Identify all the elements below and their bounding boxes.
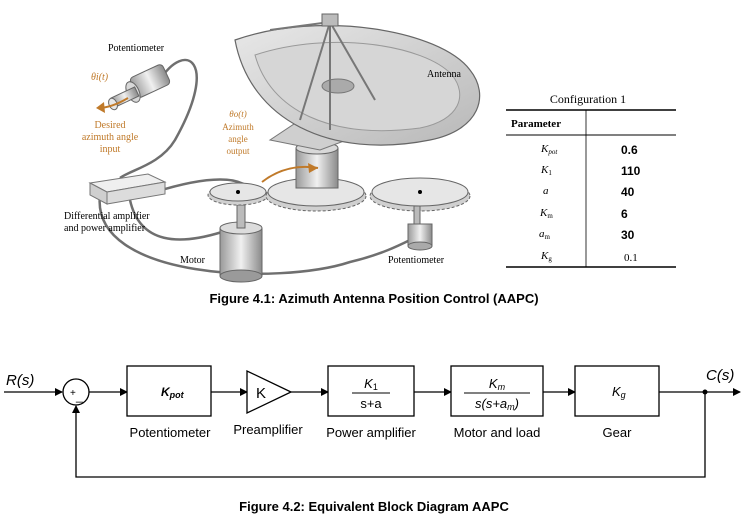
preamp-label: Preamplifier — [233, 422, 303, 437]
label-desired-2: azimuth angle — [82, 132, 139, 143]
block-diagram: R(s) + _ Kpot Potentiometer K Preamplifi… — [4, 365, 741, 478]
figure1-caption: Figure 4.1: Azimuth Antenna Position Con… — [209, 291, 538, 306]
label-antenna: Antenna — [427, 69, 461, 80]
value-kpot: 0.6 — [621, 143, 638, 157]
antenna-illustration — [88, 13, 481, 283]
value-kg: 0.1 — [624, 252, 638, 264]
label-output-2: angle — [228, 134, 248, 144]
gear-output — [369, 177, 471, 212]
label-desired-1: Desired — [94, 120, 125, 131]
feedback-path — [72, 392, 706, 478]
kpot-block — [126, 365, 212, 417]
table-title: Configuration 1 — [550, 92, 626, 106]
label-theta-o: θo(t) — [229, 109, 246, 119]
antenna-dish — [234, 13, 481, 146]
figure2-caption: Figure 4.2: Equivalent Block Diagram AAP… — [239, 499, 509, 514]
label-diff-amp-2: and power amplifier — [64, 223, 146, 234]
label-diff-amp-1: Differential amplifier — [64, 211, 150, 222]
param-am: am — [539, 228, 551, 241]
param-a: a — [543, 185, 549, 197]
label-motor: Motor — [180, 255, 206, 266]
config-table: Configuration 1 Parameter Kpot K1 a Km a… — [506, 92, 676, 268]
gear-block — [574, 365, 660, 417]
motor-block — [450, 365, 544, 417]
sum-minus: _ — [75, 389, 83, 403]
value-km: 6 — [621, 207, 628, 221]
param-kpot: Kpot — [540, 143, 558, 156]
amplifier-box — [88, 173, 167, 205]
label-desired-3: input — [100, 144, 121, 155]
preamp-gain: K — [256, 385, 266, 402]
param-kg: Kg — [540, 250, 552, 263]
preamp-triangle — [246, 369, 293, 415]
label-output-3: output — [226, 146, 250, 156]
value-a: 40 — [621, 185, 635, 199]
kpot-label: Potentiometer — [130, 425, 212, 440]
output-potentiometer — [407, 205, 433, 251]
motor — [219, 204, 263, 283]
input-potentiometer — [108, 64, 171, 111]
label-output-1: Azimuth — [222, 122, 254, 132]
power-amp-label: Power amplifier — [326, 425, 416, 440]
table-header: Parameter — [511, 118, 561, 130]
gear-large — [265, 177, 367, 212]
param-k1: K1 — [540, 164, 552, 177]
label-potentiometer-top: Potentiometer — [108, 43, 165, 54]
sum-plus: + — [70, 388, 76, 399]
label-potentiometer-bottom: Potentiometer — [388, 255, 445, 266]
output-label: C(s) — [706, 367, 734, 384]
gear-label: Gear — [603, 425, 633, 440]
power-amp-denominator: s+a — [360, 396, 382, 411]
label-theta-i: θi(t) — [91, 72, 109, 83]
power-amp-block — [327, 365, 415, 417]
value-am: 30 — [621, 228, 635, 242]
value-k1: 110 — [621, 164, 641, 178]
gear-small — [207, 182, 269, 206]
motor-label: Motor and load — [454, 425, 541, 440]
param-km: Km — [539, 207, 553, 220]
input-label: R(s) — [6, 372, 34, 389]
